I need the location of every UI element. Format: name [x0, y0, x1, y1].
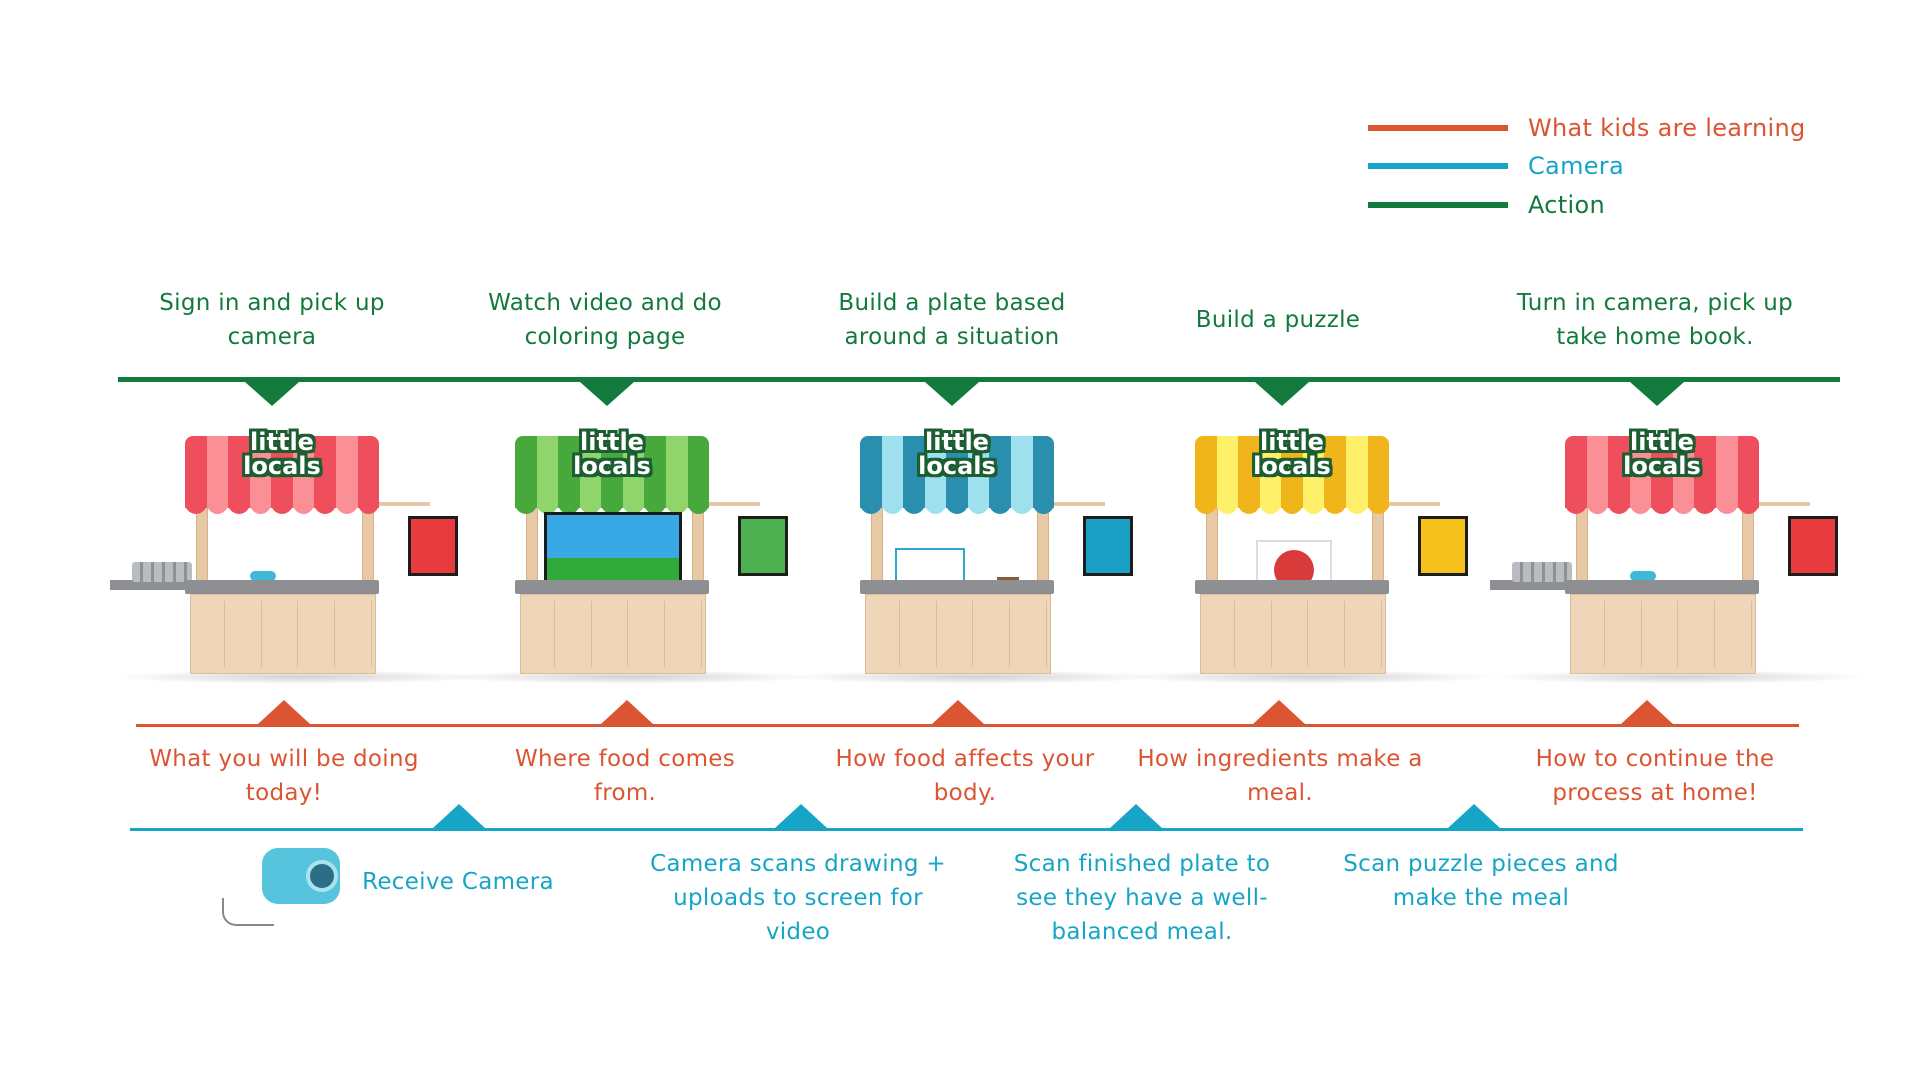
hanging-sign — [738, 516, 788, 576]
camera-step-3: Scan finished plate to see they have a w… — [1013, 851, 1271, 945]
legend-label-learning: What kids are learning — [1528, 114, 1806, 142]
learning-step-4: How ingredients make a meal. — [1137, 746, 1423, 806]
action-marker-2 — [580, 382, 634, 406]
learning-marker-4 — [1253, 700, 1305, 724]
action-line — [118, 377, 1840, 382]
camera-line — [130, 828, 1803, 831]
legend-label-action: Action — [1528, 191, 1605, 219]
action-marker-3 — [925, 382, 979, 406]
legend-swatch-camera — [1368, 163, 1508, 169]
camera-rack — [132, 562, 192, 582]
stall-awning — [1195, 436, 1389, 508]
camera-rack — [1512, 562, 1572, 582]
stall-awning — [185, 436, 379, 508]
legend-swatch-action — [1368, 202, 1508, 208]
action-step-2: Watch video and do coloring page — [488, 290, 722, 350]
action-marker-1 — [245, 382, 299, 406]
camera-marker-4 — [1448, 804, 1500, 828]
legend-item-action: Action — [1368, 191, 1605, 219]
camera-marker-1 — [433, 804, 485, 828]
stall-awning — [515, 436, 709, 508]
learning-marker-1 — [258, 700, 310, 724]
camera-step-2: Camera scans drawing + uploads to screen… — [650, 851, 946, 945]
camera-on-counter — [250, 571, 276, 581]
action-step-3: Build a plate based around a situation — [838, 290, 1066, 350]
hanging-sign — [1418, 516, 1468, 576]
camera-marker-2 — [775, 804, 827, 828]
video-screen — [544, 512, 682, 584]
learning-step-5: How to continue the process at home! — [1535, 746, 1775, 806]
legend-label-camera: Camera — [1528, 152, 1624, 180]
hanging-sign — [1083, 516, 1133, 576]
action-marker-5 — [1630, 382, 1684, 406]
learning-step-1: What you will be doing today! — [149, 746, 419, 806]
hanging-sign — [408, 516, 458, 576]
learning-marker-3 — [932, 700, 984, 724]
camera-step-4: Scan puzzle pieces and make the meal — [1343, 851, 1619, 911]
stall-awning — [1565, 436, 1759, 508]
stall-awning — [860, 436, 1054, 508]
side-table — [1490, 580, 1580, 590]
action-marker-4 — [1255, 382, 1309, 406]
camera-step-1: Receive Camera — [362, 869, 554, 895]
camera-icon — [222, 848, 342, 926]
camera-marker-3 — [1110, 804, 1162, 828]
hanging-sign — [1788, 516, 1838, 576]
learning-marker-2 — [601, 700, 653, 724]
action-step-5: Turn in camera, pick up take home book. — [1516, 290, 1794, 350]
learning-step-3: How food affects your body. — [835, 746, 1095, 806]
camera-on-counter — [1630, 571, 1656, 581]
legend-item-camera: Camera — [1368, 152, 1624, 180]
learning-step-2: Where food comes from. — [514, 746, 736, 806]
action-step-4: Build a puzzle — [1195, 307, 1361, 333]
learning-line — [136, 724, 1799, 727]
action-step-1: Sign in and pick up camera — [159, 290, 385, 350]
learning-marker-5 — [1621, 700, 1673, 724]
side-table — [110, 580, 200, 590]
legend-item-learning: What kids are learning — [1368, 114, 1806, 142]
legend-swatch-learning — [1368, 125, 1508, 131]
